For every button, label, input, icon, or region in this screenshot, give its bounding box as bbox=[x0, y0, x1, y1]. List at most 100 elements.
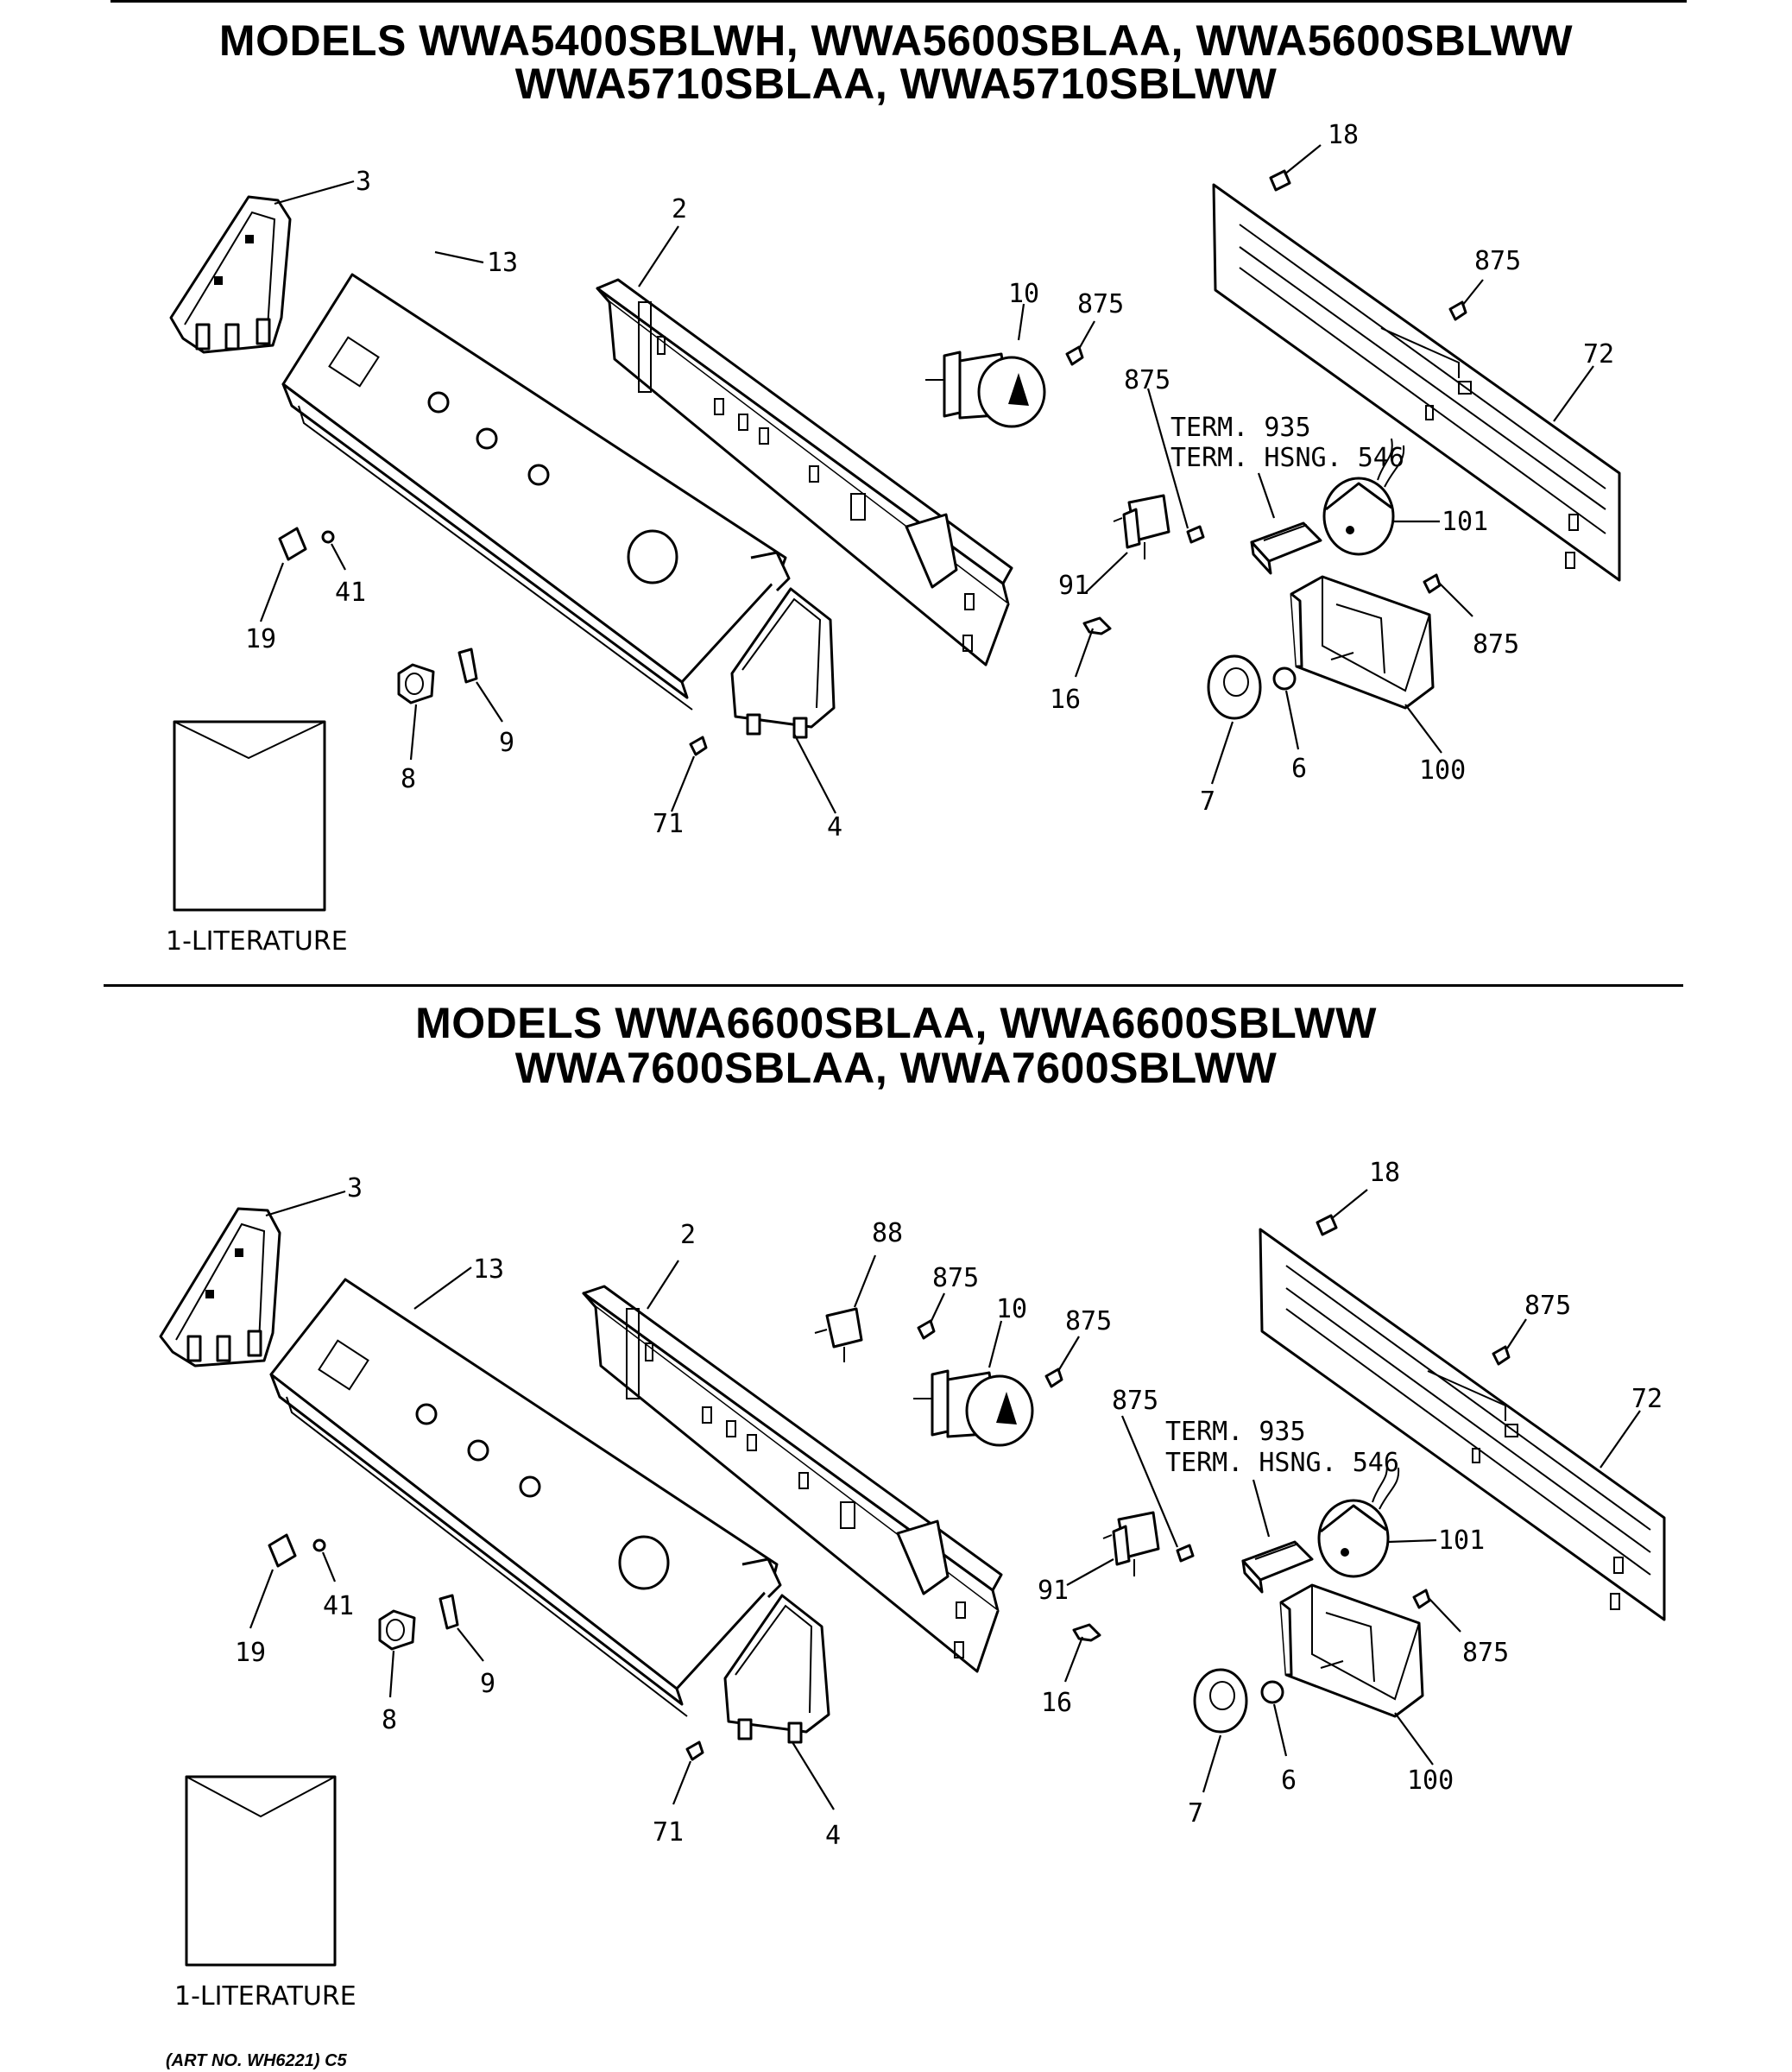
section-1-title-line-2: WWA5710SBLAA, WWA5710SBLWW bbox=[514, 60, 1278, 108]
part-2-rear-panel bbox=[582, 1285, 1003, 1673]
callout-72: 72 bbox=[1631, 1384, 1663, 1414]
callout-13: 13 bbox=[473, 1254, 504, 1285]
callout-2: 2 bbox=[680, 1220, 696, 1250]
screw-875d bbox=[1423, 573, 1442, 594]
part-16-clip bbox=[1072, 1623, 1101, 1642]
screw-71 bbox=[685, 1740, 704, 1761]
callout-3: 3 bbox=[356, 167, 371, 197]
callout-875e: 875 bbox=[1524, 1291, 1571, 1321]
part-8-grommet bbox=[397, 663, 435, 704]
part-3-left-end-cap bbox=[169, 195, 292, 354]
part-72-back-panel bbox=[1212, 183, 1621, 582]
part-3-left-end-cap bbox=[159, 1207, 281, 1368]
part-13-control-panel bbox=[281, 273, 791, 711]
section-1-diagram: 3 13 bbox=[166, 120, 1621, 957]
part-4-right-end-cap bbox=[723, 1594, 830, 1744]
label-term-935: TERM. 935 bbox=[1170, 413, 1311, 443]
callout-6: 6 bbox=[1281, 1766, 1297, 1796]
part-16-clip bbox=[1082, 616, 1112, 635]
screw-875d bbox=[1412, 1589, 1431, 1609]
callout-8: 8 bbox=[382, 1705, 397, 1735]
part-10-rotary-switch bbox=[925, 351, 1046, 428]
screw-875e bbox=[1492, 1345, 1511, 1366]
callout-4: 4 bbox=[825, 1821, 841, 1851]
section-2-title-line-2: WWA7600SBLAA, WWA7600SBLWW bbox=[514, 1044, 1278, 1092]
section-1-title-line-1: MODELS WWA5400SBLWH, WWA5600SBLAA, WWA56… bbox=[218, 16, 1574, 65]
label-term-935: TERM. 935 bbox=[1165, 1417, 1306, 1447]
part-2-rear-panel bbox=[596, 278, 1013, 666]
callout-13: 13 bbox=[487, 248, 518, 278]
part-41-fastener bbox=[312, 1538, 326, 1552]
callout-71: 71 bbox=[653, 1817, 684, 1848]
section-divider-rule bbox=[104, 984, 1683, 987]
callout-18: 18 bbox=[1328, 120, 1359, 150]
callout-18: 18 bbox=[1369, 1158, 1400, 1188]
part-88-switch bbox=[814, 1307, 863, 1362]
screw-875a bbox=[1065, 345, 1084, 366]
screw-875c bbox=[1186, 525, 1205, 544]
callout-16: 16 bbox=[1050, 685, 1081, 715]
callout-19: 19 bbox=[245, 624, 276, 654]
callout-875b: 875 bbox=[1065, 1306, 1112, 1336]
callout-88: 88 bbox=[872, 1218, 903, 1248]
callout-875b: 875 bbox=[1474, 246, 1521, 276]
callout-6: 6 bbox=[1291, 754, 1307, 784]
section-2-diagram: 3 13 bbox=[159, 1158, 1666, 2012]
callout-9: 9 bbox=[499, 728, 514, 758]
part-9-clip bbox=[457, 648, 478, 684]
callout-101: 101 bbox=[1438, 1526, 1485, 1556]
section-2-title-line-1: MODELS WWA6600SBLAA, WWA6600SBLWW bbox=[415, 999, 1377, 1047]
screw-875b bbox=[1044, 1368, 1063, 1388]
part-7-timer-knob bbox=[1193, 1668, 1248, 1734]
callout-7: 7 bbox=[1188, 1798, 1203, 1829]
screw-71 bbox=[689, 736, 708, 756]
callout-16: 16 bbox=[1041, 1688, 1072, 1718]
part-100-timer bbox=[1279, 1583, 1424, 1718]
part-6-nut bbox=[1260, 1680, 1284, 1704]
callout-10: 10 bbox=[1008, 279, 1039, 309]
callout-875c: 875 bbox=[1112, 1386, 1158, 1416]
callout-2: 2 bbox=[672, 194, 687, 224]
callout-8: 8 bbox=[401, 764, 416, 794]
callout-9: 9 bbox=[480, 1669, 495, 1699]
label-term-hsng-546: TERM. HSNG. 546 bbox=[1165, 1448, 1399, 1478]
part-72-back-panel bbox=[1259, 1228, 1666, 1621]
callout-19: 19 bbox=[235, 1638, 266, 1668]
callout-875d: 875 bbox=[1462, 1638, 1509, 1668]
callout-101: 101 bbox=[1442, 507, 1488, 537]
screw-18 bbox=[1269, 169, 1291, 192]
screw-18 bbox=[1316, 1214, 1338, 1236]
part-19-bracket bbox=[268, 1533, 297, 1568]
top-rule bbox=[110, 0, 1687, 3]
part-546-terminal-housing bbox=[1250, 521, 1322, 575]
callout-91: 91 bbox=[1038, 1576, 1069, 1606]
callout-10: 10 bbox=[996, 1294, 1027, 1324]
callout-100: 100 bbox=[1407, 1766, 1454, 1796]
callout-41: 41 bbox=[323, 1591, 354, 1621]
literature-envelope bbox=[173, 720, 326, 912]
screw-875b bbox=[1448, 300, 1467, 321]
screw-875c bbox=[1176, 1544, 1195, 1563]
part-546-terminal-housing bbox=[1241, 1540, 1314, 1594]
callout-71: 71 bbox=[653, 809, 684, 839]
literature-label: 1-LITERATURE bbox=[174, 1981, 357, 2012]
callout-4: 4 bbox=[827, 812, 842, 843]
part-19-bracket bbox=[278, 527, 307, 561]
callout-875a: 875 bbox=[1077, 289, 1124, 319]
callout-875d: 875 bbox=[1473, 629, 1519, 660]
callout-7: 7 bbox=[1200, 786, 1215, 817]
part-100-timer bbox=[1290, 575, 1435, 710]
part-91-switch bbox=[1102, 1511, 1160, 1576]
part-91-switch bbox=[1113, 494, 1170, 559]
callout-72: 72 bbox=[1583, 339, 1614, 370]
part-101-timer-motor bbox=[1317, 1460, 1400, 1578]
part-8-grommet bbox=[378, 1609, 416, 1651]
literature-envelope bbox=[185, 1775, 337, 1967]
part-4-right-end-cap bbox=[730, 587, 836, 739]
part-41-fastener bbox=[321, 530, 335, 544]
part-10-rotary-switch bbox=[913, 1369, 1034, 1447]
callout-3: 3 bbox=[347, 1173, 363, 1203]
literature-label: 1-LITERATURE bbox=[166, 926, 348, 957]
callout-41: 41 bbox=[335, 578, 366, 608]
